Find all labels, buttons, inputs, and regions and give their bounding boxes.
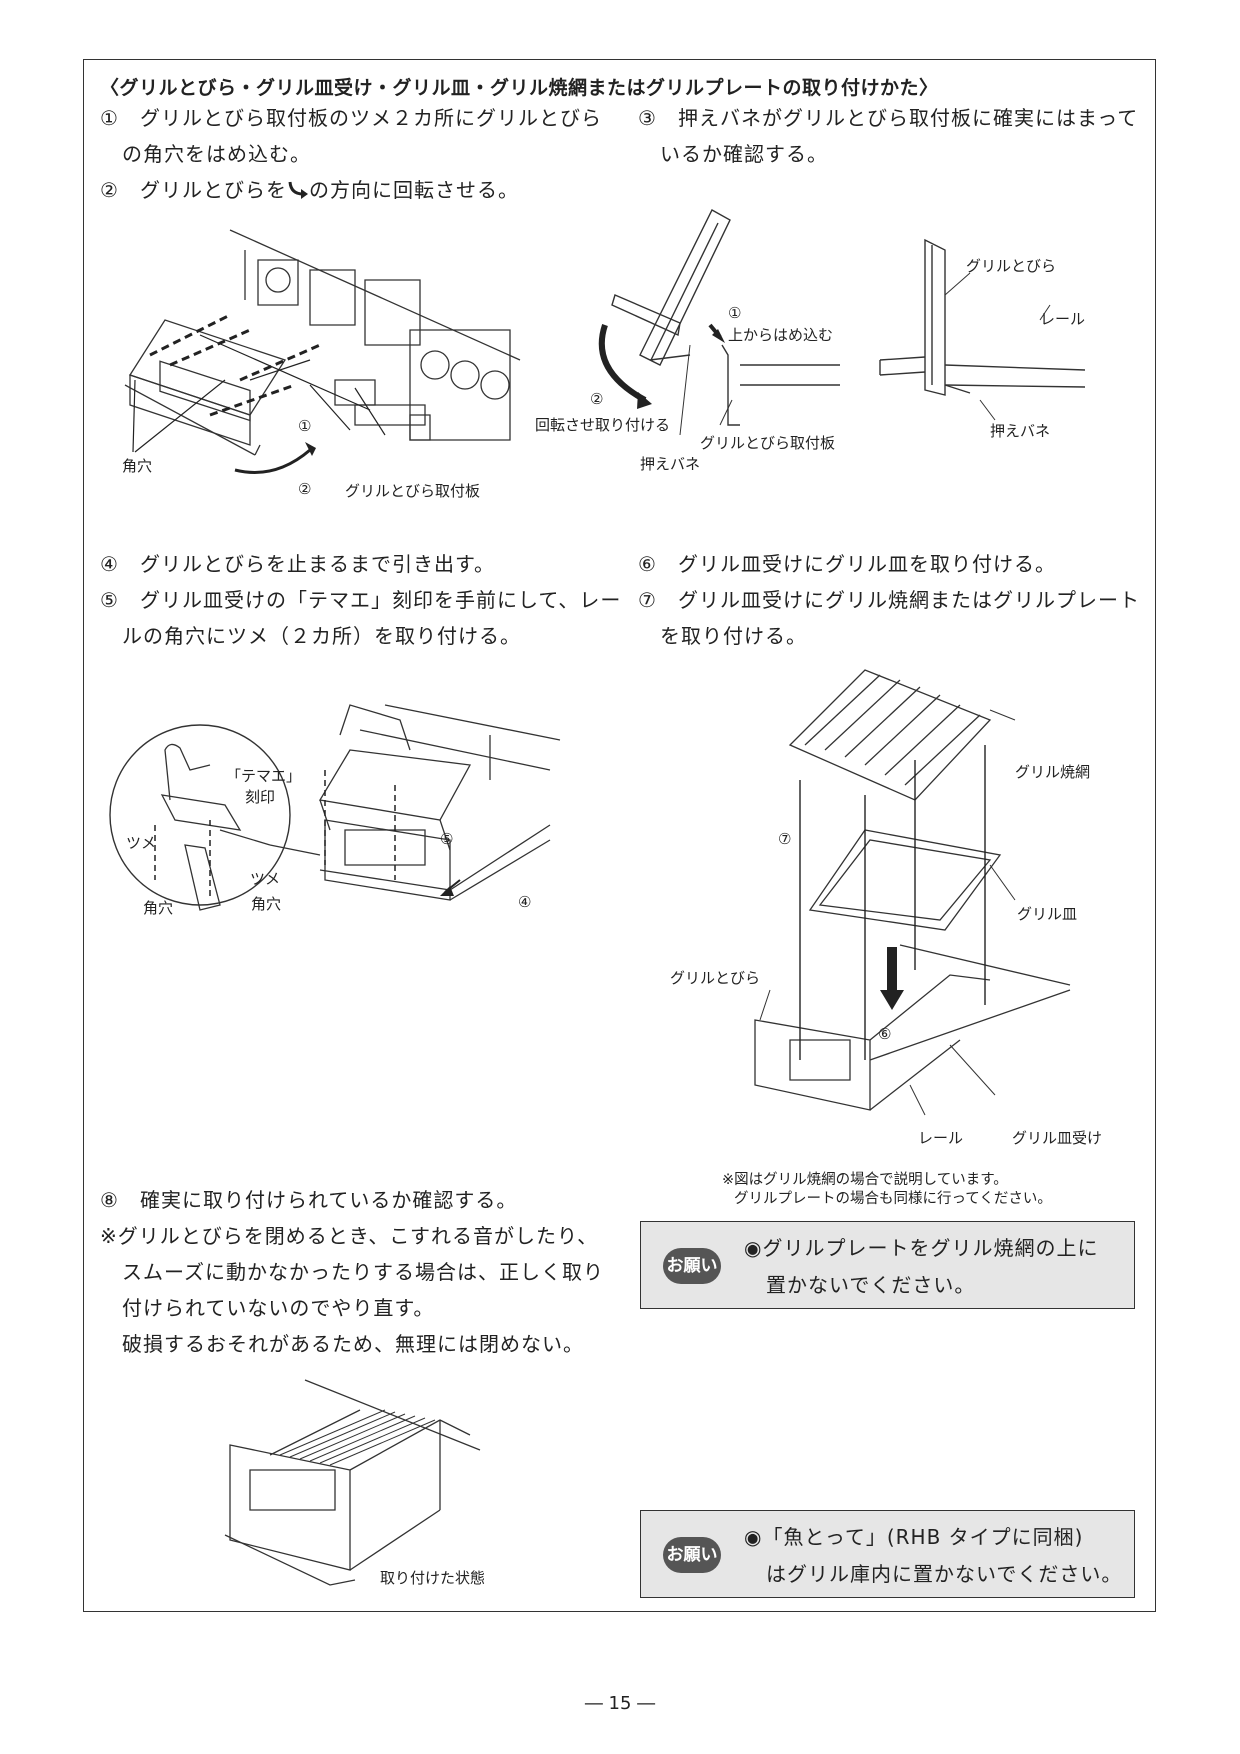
- step-2: ② グリルとびらをの方向に回転させる。: [100, 172, 519, 208]
- figure-note-line: ※図はグリル焼網の場合で説明しています。: [722, 1172, 1008, 1188]
- label-grill-net: グリル焼網: [1015, 763, 1091, 781]
- label-grill-door: グリルとびら: [670, 969, 761, 987]
- label-tsume: ツメ: [250, 870, 281, 888]
- label-kakuana: 角穴: [143, 899, 174, 917]
- callout-4: ④: [518, 893, 532, 911]
- label-insert-from-top: 上からはめ込む: [728, 326, 834, 344]
- callout-1: ①: [728, 304, 742, 322]
- callout-2: ②: [590, 390, 604, 408]
- notice-badge: お願い: [663, 1248, 721, 1284]
- notice-line: 置かないでください。: [766, 1273, 976, 1297]
- step-text: グリル皿受けにグリル焼網またはグリルプレート: [678, 588, 1140, 612]
- notice-text: ◉グリルプレートをグリル焼網の上に 置かないでください。: [744, 1230, 1098, 1304]
- label-kakuana: 角穴: [251, 895, 282, 913]
- step-number: ⑦: [638, 588, 657, 612]
- step-text: グリル皿受けにグリル皿を取り付ける。: [678, 552, 1056, 576]
- page-number: ― 15 ―: [584, 1693, 656, 1714]
- figure-note: ※図はグリル焼網の場合で説明しています。 グリルプレートの場合も同様に行ってくだ…: [722, 1171, 1052, 1209]
- label-kakuana: 角穴: [122, 457, 153, 475]
- label-tsume: ツメ: [126, 834, 157, 852]
- notice-line: はグリル庫内に置かないでください。: [766, 1562, 1123, 1586]
- caution-note: ※グリルとびらを閉めるとき、こすれる音がしたり、 スムーズに動かなかったりする場…: [100, 1218, 604, 1362]
- page-frame: [83, 59, 1156, 1612]
- step-number: ②: [100, 178, 119, 202]
- step-text: の方向に回転させる。: [309, 178, 519, 202]
- caution-line: 付けられていないのでやり直す。: [122, 1296, 435, 1320]
- label-door-plate: グリルとびら取付板: [345, 482, 481, 500]
- step-number: ⑧: [100, 1188, 119, 1212]
- label-rail: レール: [1040, 310, 1086, 328]
- step-5: ⑤ グリル皿受けの「テマエ」刻印を手前にして、レー ルの角穴にツメ（２カ所）を取り…: [100, 582, 621, 654]
- section-heading: 〈グリルとびら・グリル皿受け・グリル皿・グリル焼網またはグリルプレートの取り付け…: [100, 77, 939, 99]
- step-text: グリルとびら取付板のツメ２カ所にグリルとびら: [140, 106, 602, 130]
- step-7: ⑦ グリル皿受けにグリル焼網またはグリルプレート を取り付ける。: [638, 582, 1140, 654]
- figure-door-mounting: [110, 220, 530, 505]
- step-number: ①: [100, 106, 119, 130]
- notice-line: ◉グリルプレートをグリル焼網の上に: [744, 1236, 1099, 1260]
- caution-line: ※グリルとびらを閉めるとき、こすれる音がしたり、: [100, 1224, 599, 1248]
- notice-badge: お願い: [663, 1537, 721, 1573]
- label-spring: 押えバネ: [640, 455, 701, 473]
- step-number: ⑤: [100, 588, 119, 612]
- figure-installed: [210, 1375, 490, 1590]
- step-text-cont: ルの角穴にツメ（２カ所）を取り付ける。: [122, 624, 521, 648]
- step-8: ⑧ 確実に取り付けられているか確認する。: [100, 1182, 517, 1218]
- caution-line: スムーズに動かなかったりする場合は、正しく取り: [122, 1260, 604, 1284]
- label-temae: 「テマエ」: [226, 767, 302, 785]
- step-6: ⑥ グリル皿受けにグリル皿を取り付ける。: [638, 546, 1056, 582]
- label-rotate-attach: 回転させ取り付ける: [535, 416, 671, 434]
- callout-7: ⑦: [778, 830, 792, 848]
- rotate-arrow-icon: [287, 180, 308, 199]
- step-text: グリルとびらを: [140, 178, 287, 202]
- step-text-cont: を取り付ける。: [660, 624, 807, 648]
- callout-2: ②: [298, 480, 312, 498]
- label-stamp: 刻印: [245, 788, 276, 806]
- callout-6: ⑥: [878, 1025, 892, 1043]
- label-grill-door: グリルとびら: [966, 257, 1057, 275]
- notice-box: お願い ◉グリルプレートをグリル焼網の上に 置かないでください。: [640, 1221, 1135, 1309]
- notice-box: お願い ◉「魚とって」(RHB タイプに同梱) はグリル庫内に置かないでください…: [640, 1510, 1135, 1598]
- step-3: ③ 押えバネがグリルとびら取付板に確実にはまって いるか確認する。: [638, 100, 1138, 172]
- figure-exploded-view: [750, 665, 1080, 1150]
- figure-side-view: [870, 235, 1120, 435]
- notice-line: ◉「魚とって」(RHB タイプに同梱): [744, 1525, 1084, 1549]
- label-grill-dish: グリル皿: [1017, 905, 1078, 923]
- notice-text: ◉「魚とって」(RHB タイプに同梱) はグリル庫内に置かないでください。: [744, 1519, 1122, 1593]
- label-door-plate: グリルとびら取付板: [700, 434, 836, 452]
- step-text-cont: の角穴をはめ込む。: [122, 142, 311, 166]
- label-dish-holder: グリル皿受け: [1012, 1129, 1103, 1147]
- caution-line: 破損するおそれがあるため、無理には閉めない。: [122, 1332, 584, 1356]
- step-4: ④ グリルとびらを止まるまで引き出す。: [100, 546, 495, 582]
- step-number: ③: [638, 106, 657, 130]
- figure-rotate-detail: [540, 205, 840, 465]
- step-number: ④: [100, 552, 119, 576]
- figure-caption: 取り付けた状態: [380, 1569, 486, 1587]
- step-text: グリル皿受けの「テマエ」刻印を手前にして、レー: [140, 588, 622, 612]
- callout-1: ①: [298, 417, 312, 435]
- figure-dish-holder: [110, 670, 560, 990]
- label-rail: レール: [918, 1129, 964, 1147]
- step-1: ① グリルとびら取付板のツメ２カ所にグリルとびら の角穴をはめ込む。: [100, 100, 602, 172]
- step-number: ⑥: [638, 552, 657, 576]
- step-text: 確実に取り付けられているか確認する。: [140, 1188, 518, 1212]
- step-text-cont: いるか確認する。: [660, 142, 828, 166]
- callout-5: ⑤: [440, 830, 454, 848]
- step-text: グリルとびらを止まるまで引き出す。: [140, 552, 495, 576]
- label-spring: 押えバネ: [990, 422, 1051, 440]
- step-text: 押えバネがグリルとびら取付板に確実にはまって: [678, 106, 1139, 130]
- figure-note-line: グリルプレートの場合も同様に行ってください。: [734, 1191, 1052, 1207]
